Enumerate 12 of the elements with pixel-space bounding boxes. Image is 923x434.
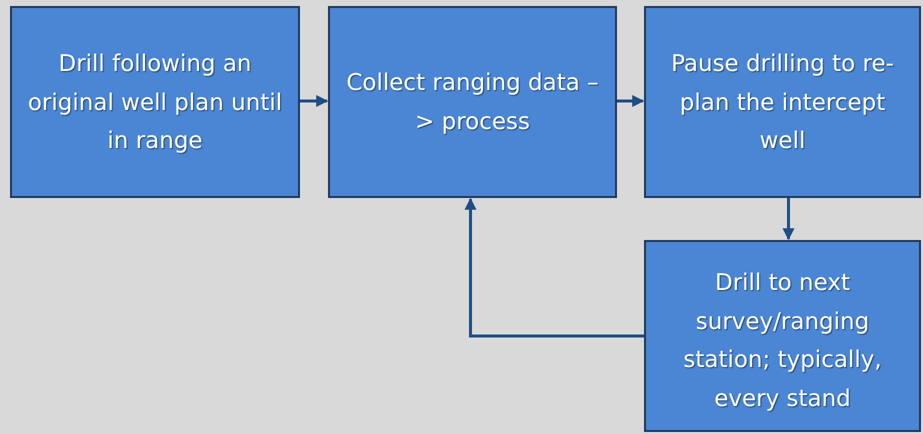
- process-box: [10, 6, 300, 198]
- box-text: Pause drilling to re-plan the intercept well: [670, 50, 895, 156]
- process-box: [644, 240, 921, 432]
- process-box: [328, 6, 617, 198]
- arrow: [464, 198, 644, 338]
- arrow: [782, 198, 794, 240]
- box-text: Drill to next survey/ranging station; typically, every stand: [682, 269, 883, 414]
- arrow: [617, 95, 644, 107]
- box-text: Drill following an original well plan until in range: [26, 50, 284, 156]
- process-box: [644, 6, 921, 198]
- box-text: Collect ranging data –> process: [345, 69, 600, 136]
- arrow: [300, 95, 328, 107]
